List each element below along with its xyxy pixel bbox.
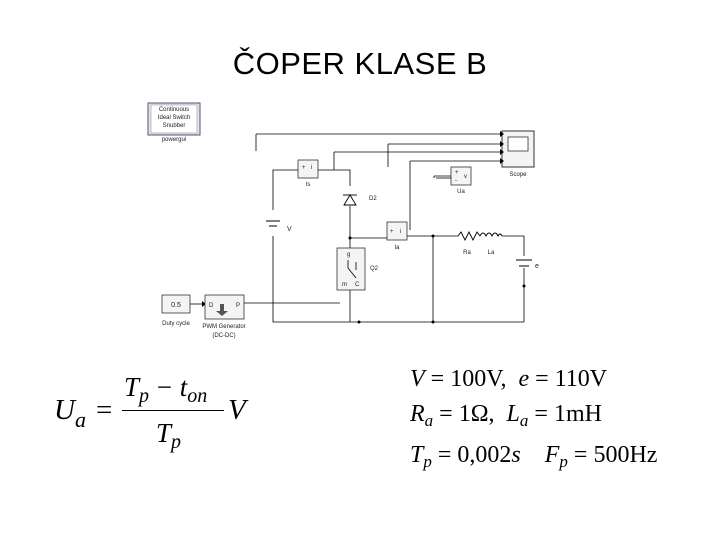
formula-num-a-sub: p: [139, 385, 150, 407]
current-measure-ia[interactable]: + i Ia: [386, 221, 408, 251]
is-i: i: [311, 165, 312, 171]
ua-label: Ua: [457, 189, 465, 195]
powergui-line-1: Continuous: [159, 107, 189, 113]
formula-eq: =: [96, 394, 113, 426]
pwm-label-2: (DC-DC): [212, 333, 235, 339]
formula-den-sub: p: [171, 431, 182, 453]
voltage-measure-ua[interactable]: + - v Ua: [450, 166, 472, 195]
ra-label: Ra: [463, 250, 471, 256]
formula-rhs: V: [228, 394, 246, 426]
e-label: e: [535, 263, 539, 270]
pwm-d: D: [209, 303, 214, 309]
scope-label: Scope: [509, 172, 527, 178]
dc-source-v[interactable]: V: [266, 220, 292, 233]
igbt-c: C: [355, 282, 360, 288]
formula-fraction-bar: [122, 410, 224, 411]
formula-num-b: t: [179, 372, 188, 402]
slide-title: ČOPER KLASE B: [232, 46, 488, 81]
ia-label: Ia: [394, 245, 400, 251]
igbt-m: m: [342, 282, 347, 288]
is-plus: +: [302, 165, 306, 171]
ua-wires: [433, 175, 451, 179]
formula-lhs-sub: a: [74, 407, 86, 432]
param-row-3: Tp = 0,002s Fp = 500Hz: [410, 442, 658, 471]
powergui-block[interactable]: Continuous Ideal Switch Snubber powergui: [147, 102, 201, 143]
ia-i: i: [400, 229, 401, 235]
pwm-generator[interactable]: D P PWM Generator (DC-DC): [202, 294, 246, 339]
v-label: V: [287, 226, 292, 233]
powergui-line-3: Snubber: [163, 123, 186, 129]
diode-d2[interactable]: D2: [343, 194, 377, 206]
formula-den: T: [156, 418, 172, 448]
duty-label: Duty cycle: [162, 321, 190, 327]
scope-block[interactable]: Scope: [501, 130, 535, 178]
is-label: Is: [306, 182, 311, 188]
pwm-label-1: PWM Generator: [202, 324, 245, 330]
d2-label: D2: [369, 196, 377, 202]
formula-num-a: T: [124, 372, 140, 402]
inductor-la[interactable]: La: [479, 232, 503, 256]
formula-num-b-sub: on: [187, 385, 208, 407]
param-row-1: V = 100V, e = 110V: [410, 366, 608, 392]
la-label: La: [488, 250, 495, 256]
formula-minus: −: [156, 372, 173, 402]
ua-v: v: [464, 174, 467, 180]
junction-dots: [348, 234, 526, 324]
ia-plus: +: [390, 229, 394, 235]
param-row-2: Ra = 1Ω, La = 1mH: [410, 401, 602, 430]
powergui-label: powergui: [162, 137, 186, 143]
dc-source-e[interactable]: e: [516, 259, 539, 270]
resistor-ra[interactable]: Ra: [457, 230, 481, 256]
duty-formula: Ua = Tp − ton Tp V: [54, 372, 254, 462]
ua-minus: -: [455, 178, 457, 184]
igbt-g: g: [347, 252, 350, 258]
duty-cycle-block[interactable]: 0.5 Duty cycle: [161, 294, 190, 327]
igbt-q2[interactable]: g m C Q2: [336, 247, 379, 291]
formula-lhs: U: [54, 394, 75, 426]
scope-input-arrows: [500, 131, 504, 164]
powergui-line-2: Ideal Switch: [158, 115, 190, 121]
circuit-wires: [244, 169, 525, 323]
q2-label: Q2: [370, 266, 379, 272]
duty-arrow: [202, 301, 206, 307]
ua-plus: +: [455, 170, 459, 176]
pwm-p: P: [236, 303, 240, 309]
current-measure-is[interactable]: + i Is: [297, 159, 319, 188]
scope-input-wires: [255, 133, 500, 230]
duty-value: 0.5: [171, 302, 181, 309]
parameter-list: V = 100V, e = 110V Ra = 1Ω, La = 1mH Tp …: [410, 362, 657, 479]
